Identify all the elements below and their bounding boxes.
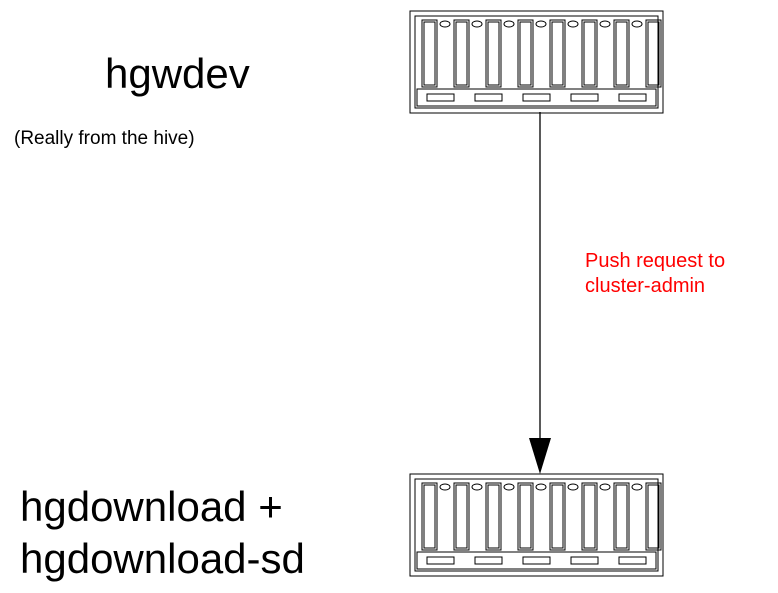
status-led [599, 483, 611, 491]
status-led [439, 483, 451, 491]
drive-bay-inner [455, 484, 468, 549]
drive-bay [549, 19, 566, 88]
status-led [471, 483, 483, 491]
destination-node-title: hgdownload + hgdownload-sd [20, 481, 305, 585]
source-node-subtitle: (Really from the hive) [14, 128, 195, 149]
network-port [570, 556, 599, 565]
drive-bay [581, 19, 598, 88]
drive-bay-inner [487, 21, 500, 86]
drive-bay-inner [519, 21, 532, 86]
network-port [426, 556, 455, 565]
destination-title-line-1: hgdownload + [20, 483, 283, 530]
drive-bay-inner [487, 484, 500, 549]
drive-bay [453, 19, 470, 88]
drive-bay [517, 482, 534, 551]
drive-bay-inner [423, 484, 436, 549]
drive-bay [421, 482, 438, 551]
status-led [567, 483, 579, 491]
destination-server-icon [409, 473, 664, 577]
status-led [503, 483, 515, 491]
drive-bay [549, 482, 566, 551]
drive-bay-inner [647, 484, 660, 549]
server-port-panel [416, 88, 657, 107]
status-led [631, 483, 643, 491]
drive-bay-inner [583, 21, 596, 86]
status-led [503, 20, 515, 28]
drive-bay [645, 482, 662, 551]
status-led [471, 20, 483, 28]
drive-bay-inner [519, 484, 532, 549]
push-request-label-line-1: Push request to [585, 250, 726, 272]
source-server-icon [409, 10, 664, 114]
status-led [631, 20, 643, 28]
network-port [570, 93, 599, 102]
network-port [426, 93, 455, 102]
network-port [618, 93, 647, 102]
network-port [474, 556, 503, 565]
drive-bay-inner [551, 484, 564, 549]
network-port [522, 93, 551, 102]
drive-bay [421, 19, 438, 88]
push-request-label-line-2: cluster-admin [585, 275, 706, 297]
server-inner-frame [414, 478, 659, 572]
drive-bay [485, 482, 502, 551]
drive-bay-inner [583, 484, 596, 549]
server-chassis [409, 10, 664, 114]
status-led [535, 483, 547, 491]
drive-bay-inner [615, 21, 628, 86]
drive-bay-inner [455, 21, 468, 86]
drive-bay [613, 482, 630, 551]
drive-bay-inner [647, 21, 660, 86]
destination-title-line-2: hgdownload-sd [20, 535, 305, 582]
network-port [522, 556, 551, 565]
drive-bay [613, 19, 630, 88]
network-port [618, 556, 647, 565]
drive-bay-inner [423, 21, 436, 86]
drive-bay [517, 19, 534, 88]
drive-bay [453, 482, 470, 551]
server-inner-frame [414, 15, 659, 109]
source-node-title: hgwdev [105, 50, 250, 97]
server-port-panel [416, 551, 657, 570]
server-chassis [409, 473, 664, 577]
drive-bay-inner [615, 484, 628, 549]
drive-bay [485, 19, 502, 88]
drive-bay-inner [551, 21, 564, 86]
status-led [567, 20, 579, 28]
status-led [599, 20, 611, 28]
status-led [535, 20, 547, 28]
drive-bay [581, 482, 598, 551]
drive-bay [645, 19, 662, 88]
push-arrow-head [529, 438, 551, 474]
push-request-label: Push request to cluster-admin [585, 249, 725, 299]
network-port [474, 93, 503, 102]
status-led [439, 20, 451, 28]
